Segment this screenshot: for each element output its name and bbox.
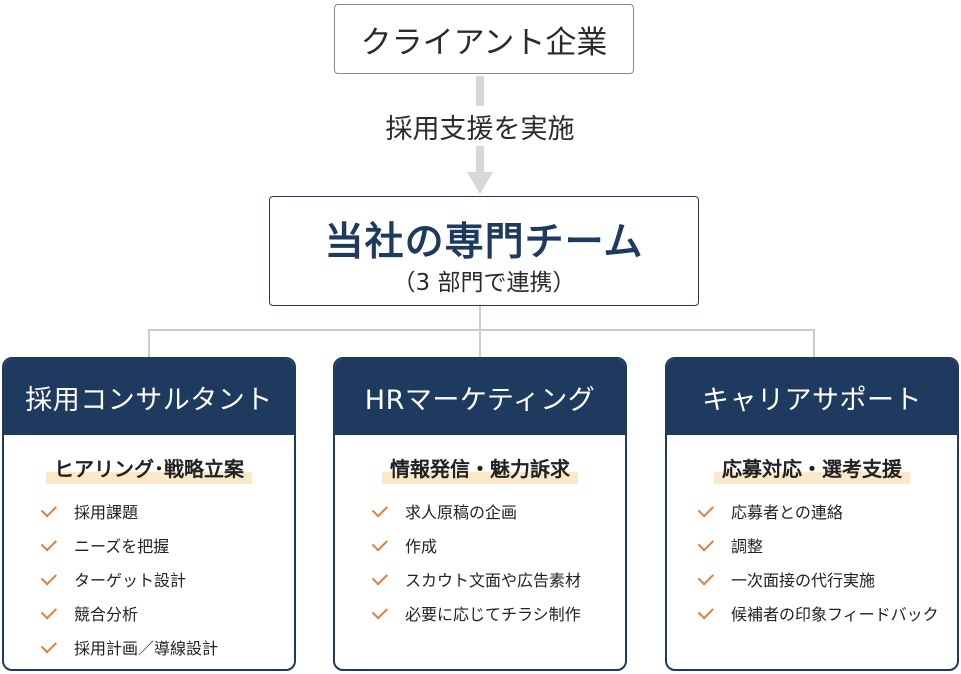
connector-bar <box>148 329 815 331</box>
department-card-consultant: 採用コンサルタント ヒアリング･戦略立案 採用課題 ニーズを把握 ターゲット設計… <box>2 357 296 671</box>
task-label: スカウト文面や広告素材 <box>405 571 582 590</box>
task-label: 求人原稿の企画 <box>405 503 518 522</box>
list-item: 応募者との連絡 <box>697 494 957 528</box>
task-label: ニーズを把握 <box>74 537 170 556</box>
list-item: スカウト文面や広告素材 <box>371 562 625 596</box>
check-icon <box>371 534 389 552</box>
down-arrow-icon <box>467 172 493 194</box>
check-icon <box>40 636 58 654</box>
check-icon <box>371 500 389 518</box>
task-list: 採用課題 ニーズを把握 ターゲット設計 競合分析 採用計画／導線設計 <box>4 494 294 664</box>
task-label: 応募者との連絡 <box>731 503 843 522</box>
list-item: 求人原稿の企画 <box>371 494 625 528</box>
flow-label: 採用支援を実施 <box>330 106 630 146</box>
check-icon <box>697 534 715 552</box>
department-title: HRマーケティング <box>335 359 625 435</box>
connector-trunk <box>479 306 481 330</box>
task-label: 一次面接の代行実施 <box>731 571 876 590</box>
list-item: 一次面接の代行実施 <box>697 562 957 596</box>
check-icon <box>40 568 58 586</box>
department-subtitle: 情報発信・魅力訴求 <box>382 453 578 484</box>
list-item: 作成 <box>371 528 625 562</box>
task-label: 採用課題 <box>74 503 139 522</box>
check-icon <box>697 500 715 518</box>
client-company-label: クライアント企業 <box>360 24 608 61</box>
check-icon <box>371 602 389 620</box>
task-label: 採用計画／導線設計 <box>74 639 219 658</box>
check-icon <box>697 568 715 586</box>
task-label: 調整 <box>731 537 764 556</box>
list-item: 候補者の印象フィードバック <box>697 596 957 630</box>
task-label: ターゲット設計 <box>74 571 187 590</box>
check-icon <box>40 500 58 518</box>
client-company-box: クライアント企業 <box>334 4 634 74</box>
department-subtitle: 応募対応・選考支援 <box>714 453 910 484</box>
check-icon <box>371 568 389 586</box>
list-item: 競合分析 <box>40 596 294 630</box>
list-item: 調整 <box>697 528 957 562</box>
department-title: キャリアサポート <box>667 359 957 435</box>
team-subtitle: （3 部門で連携） <box>392 270 576 296</box>
task-label: 必要に応じてチラシ制作 <box>405 605 581 624</box>
list-item: 必要に応じてチラシ制作 <box>371 596 625 630</box>
list-item: 採用計画／導線設計 <box>40 630 294 664</box>
task-label: 作成 <box>405 537 438 556</box>
connector-left <box>148 329 150 357</box>
task-list: 応募者との連絡 調整 一次面接の代行実施 候補者の印象フィードバック <box>667 494 957 630</box>
department-subtitle: ヒアリング･戦略立案 <box>46 453 252 484</box>
check-icon <box>697 602 715 620</box>
team-title: 当社の専門チーム <box>324 220 644 265</box>
check-icon <box>40 602 58 620</box>
team-box: 当社の専門チーム （3 部門で連携） <box>269 196 699 306</box>
task-list: 求人原稿の企画 作成 スカウト文面や広告素材 必要に応じてチラシ制作 <box>335 494 625 630</box>
list-item: ターゲット設計 <box>40 562 294 596</box>
department-title: 採用コンサルタント <box>4 359 294 435</box>
list-item: 採用課題 <box>40 494 294 528</box>
check-icon <box>40 534 58 552</box>
connector-center <box>479 329 481 357</box>
task-label: 候補者の印象フィードバック <box>731 605 939 624</box>
task-label: 競合分析 <box>74 605 139 624</box>
department-card-marketing: HRマーケティング 情報発信・魅力訴求 求人原稿の企画 作成 スカウト文面や広告… <box>333 357 627 671</box>
department-card-career-support: キャリアサポート 応募対応・選考支援 応募者との連絡 調整 一次面接の代行実施 … <box>665 357 959 671</box>
list-item: ニーズを把握 <box>40 528 294 562</box>
connector-right <box>813 329 815 357</box>
